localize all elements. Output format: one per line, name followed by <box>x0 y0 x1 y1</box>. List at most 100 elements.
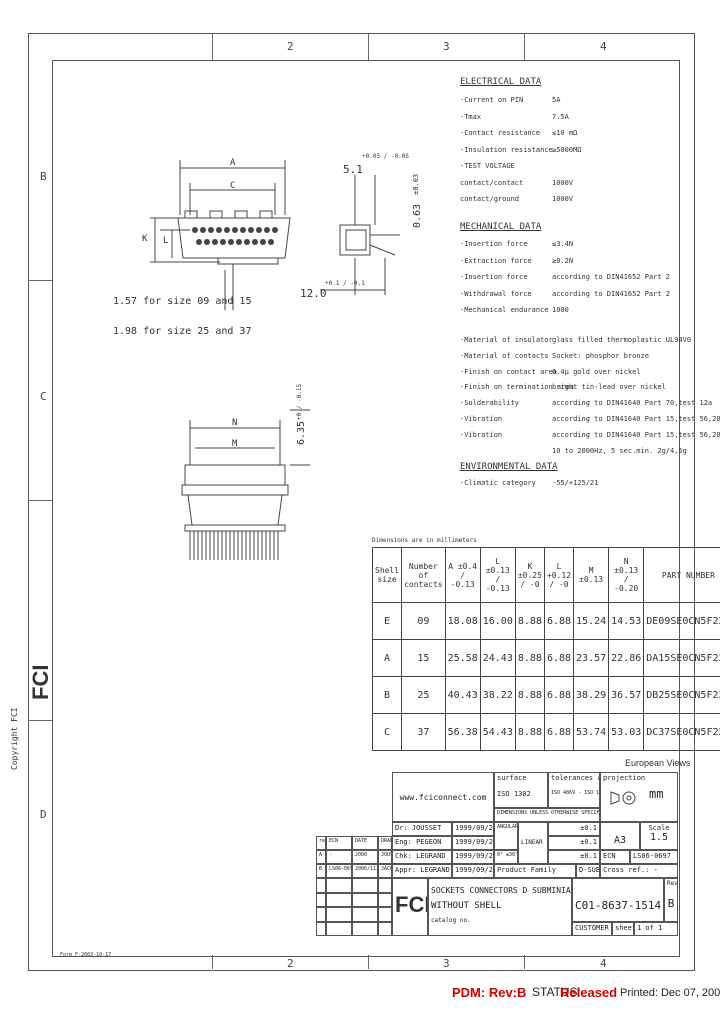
printed-date: Printed: Dec 07, 2009 <box>620 987 720 999</box>
table-header: M ±0.13 <box>573 547 610 603</box>
sheet-value: 1 of 1 <box>634 922 678 936</box>
drawing-border <box>28 33 695 971</box>
rev-history-empty <box>378 892 392 907</box>
electrical-title: ELECTRICAL DATA <box>460 77 542 87</box>
projection-symbol-icon <box>610 791 636 805</box>
table-header: Shell size <box>371 547 403 603</box>
drawn-by: Dr: JOUSSET <box>392 822 452 836</box>
spec-label: -Insulation resistance <box>460 145 553 154</box>
spec-label: -Withdrawal force <box>460 289 532 298</box>
zone-bottom-2: 2 <box>287 957 294 970</box>
checked-date: 1999/09/29 <box>452 850 494 864</box>
fci-logo-cell: FCI <box>392 878 428 936</box>
ecn-value: LS06-0697 <box>630 850 678 864</box>
rev-value: B <box>667 897 675 910</box>
spec-label: contact/ground <box>460 195 520 203</box>
dim-n-label: N <box>232 418 238 428</box>
spec-label: -Current on PIN <box>460 96 524 104</box>
table-cell: 53.03 <box>608 713 645 751</box>
rev-history-header: DRAWN BY <box>378 836 392 850</box>
spec-value: 7.5A <box>552 112 569 121</box>
rev-history-empty <box>352 892 378 907</box>
rev-history-header: ECN <box>326 836 352 850</box>
spec-value: 5A <box>552 96 561 104</box>
spec-label: -Material of insulator <box>460 336 553 344</box>
spec-value: Socket: phosphor bronze <box>552 351 649 360</box>
table-cell: E <box>371 602 403 640</box>
dim-a-label: A <box>230 158 236 168</box>
table-cell: 6.88 <box>543 713 575 751</box>
rev-history-cell: 2006/11/23 <box>352 864 378 878</box>
scale-cell: Scale 1.5 <box>640 822 678 850</box>
rev-history-empty <box>352 921 378 936</box>
product-family: Product Family <box>494 864 576 878</box>
rev-history-empty <box>326 878 352 893</box>
sheet-size: A3 <box>600 822 640 850</box>
rev-label: Rev <box>667 880 678 887</box>
table-cell: 15.24 <box>573 602 610 640</box>
dim-l-label: L <box>163 236 169 246</box>
projection-cell: projection mm <box>600 772 678 822</box>
drawn-date: 1999/09/29 <box>452 822 494 836</box>
zone-top-3: 3 <box>443 40 450 53</box>
zone-tick <box>368 955 369 969</box>
zone-tick <box>212 955 213 969</box>
zone-tick <box>212 33 213 60</box>
table-cell: 8.88 <box>514 602 545 640</box>
rev-history-empty <box>316 892 326 907</box>
table-cell: 14.53 <box>608 602 645 640</box>
table-cell: 25.58 <box>444 639 481 677</box>
zone-tick <box>28 500 52 501</box>
table-cell: 56.38 <box>444 713 481 751</box>
table-cell: 6.88 <box>543 602 575 640</box>
rev-history-header: DATE <box>352 836 378 850</box>
spec-value: 1000 <box>552 306 569 314</box>
spec-value: 1000V <box>552 178 574 187</box>
angular-label: ANGULAR <box>494 822 518 850</box>
dim-m-label: M <box>232 439 238 449</box>
form-number: Form F-2003-10-17 <box>60 952 112 958</box>
table-cell: B <box>371 676 403 714</box>
rev-history-empty <box>378 907 392 922</box>
scale-value: 1.5 <box>649 832 669 843</box>
linear-tol-2: ±0.1 <box>548 836 600 850</box>
spec-label: -Insertion force <box>460 240 528 248</box>
website-cell: www.fciconnect.com <box>392 772 494 822</box>
rev-history-header: rev <box>316 836 326 850</box>
spec-value: according to DIN41652 Part 2 <box>552 273 671 281</box>
spec-value: according to DIN41640 Part 15,test 56,20… <box>552 415 720 423</box>
status-value: Released <box>560 985 618 1000</box>
spec-value: glass filled thermoplastic UL94V0 <box>552 336 692 344</box>
table-cell: 16.00 <box>479 602 516 640</box>
zone-tick <box>524 33 525 60</box>
zone-tick <box>28 720 52 721</box>
table-cell: DE09SE0CN5F220 <box>643 602 720 640</box>
rev-history-empty <box>378 878 392 893</box>
unit-mm: mm <box>649 787 664 801</box>
spec-value: according to DIN41640 Part 15,test 56,20… <box>552 430 720 439</box>
approved-date: 1999/09/29 <box>452 864 494 878</box>
zone-bottom-4: 4 <box>600 957 607 970</box>
approved-by: Appr: LEGRAND <box>392 864 452 878</box>
table-cell: C <box>371 713 403 751</box>
surface-value: ISO 1302 <box>497 790 531 798</box>
zone-bottom-3: 3 <box>443 957 450 970</box>
spec-label: -Vibration <box>460 430 503 439</box>
zone-left-c: C <box>40 390 47 403</box>
dim-0-63-tol: ±0.03 <box>412 173 420 195</box>
doc-type: D-SUB <box>576 864 600 878</box>
note-pin-size-1: 1.57 for size 09 and 15 <box>113 296 252 307</box>
spec-label: -Contact resistance <box>460 129 541 137</box>
tolerances-cell: tolerances acc. ISO 4869 - ISO 1101 <box>548 772 600 808</box>
table-cell: 40.43 <box>444 676 481 714</box>
engineer: Eng: PEGEON <box>392 836 452 850</box>
table-cell: 36.57 <box>608 676 645 714</box>
spec-value: bright tin-lead over nickel <box>552 383 666 392</box>
table-cell: 24.43 <box>479 639 516 677</box>
spec-label: -Insertion force <box>460 273 528 281</box>
rev-history-empty <box>378 921 392 936</box>
table-header: PART NUMBER <box>643 547 720 603</box>
